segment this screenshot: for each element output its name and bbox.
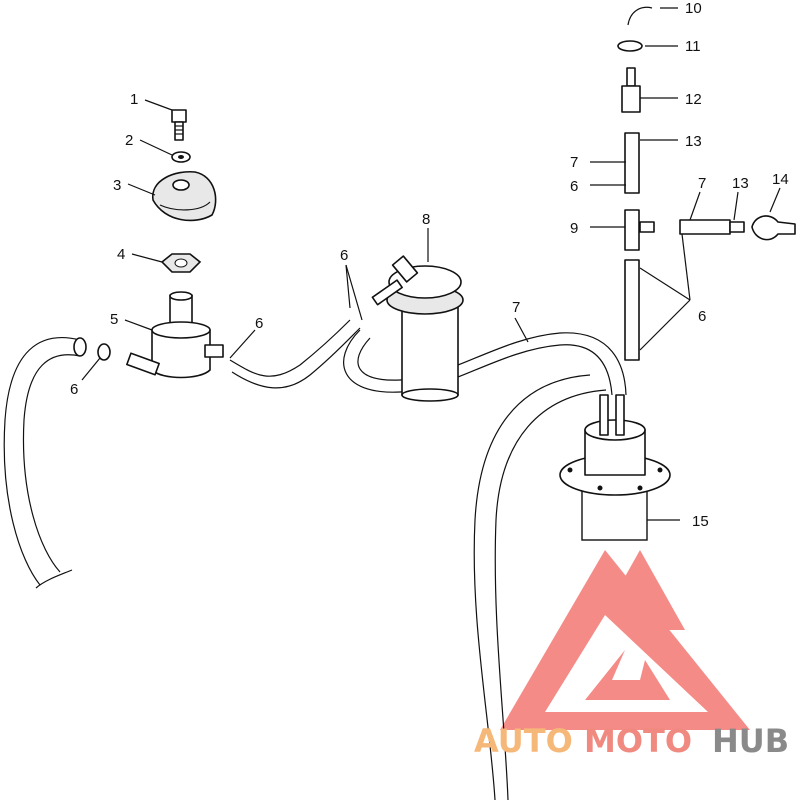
callout-labels: 1 2 3 4 5 6 6 6 6 6 7 7 7 8 9 10 11 12 1…: [70, 0, 789, 530]
left-hose: [3, 336, 87, 589]
callout-15: 15: [692, 513, 709, 530]
callout-13-vertical: 13: [685, 133, 702, 150]
part-5-regulator: [126, 291, 224, 379]
part-4-nut: [160, 253, 202, 273]
callout-8: 8: [422, 211, 430, 228]
callout-5: 5: [110, 311, 118, 328]
part-3-knob: [152, 170, 217, 222]
callout-9: 9: [570, 220, 578, 237]
callout-1: 1: [130, 91, 138, 108]
callout-6-vertical: 6: [570, 178, 578, 195]
callout-6-right: 6: [698, 308, 706, 325]
callout-13-horizontal: 13: [732, 175, 749, 192]
callout-3: 3: [113, 177, 121, 194]
part-1-bolt: [171, 109, 187, 141]
hose-7: [343, 329, 627, 396]
callout-12: 12: [685, 91, 702, 108]
callout-11: 11: [685, 38, 701, 55]
callout-2: 2: [125, 132, 133, 149]
watermark-auto: AUTO: [474, 722, 573, 760]
part-15-tank-flange: [559, 394, 671, 541]
callout-14: 14: [772, 171, 789, 188]
watermark-moto: MOTO: [584, 722, 692, 760]
center-hose: [473, 374, 607, 801]
callout-6-hose: 6: [255, 315, 263, 332]
part-8-filter: [371, 255, 464, 402]
vertical-fitting-stack: [617, 6, 796, 361]
watermark-logo: [500, 550, 750, 730]
callout-7-horizontal: 7: [698, 175, 706, 192]
watermark-hub: HUB: [712, 722, 789, 760]
leader-lines: [81, 7, 781, 521]
hose-6: [229, 319, 361, 389]
callout-7-vertical: 7: [570, 154, 578, 171]
clamp-6-left: [97, 343, 111, 361]
callout-7-hose: 7: [512, 299, 520, 316]
callout-10: 10: [685, 0, 702, 17]
watermark-text: AUTO MOTO HUB: [474, 722, 789, 760]
part-2-washer: [171, 151, 191, 163]
callout-6-filter: 6: [340, 247, 348, 264]
callout-4: 4: [117, 246, 125, 263]
callout-6-left: 6: [70, 381, 78, 398]
